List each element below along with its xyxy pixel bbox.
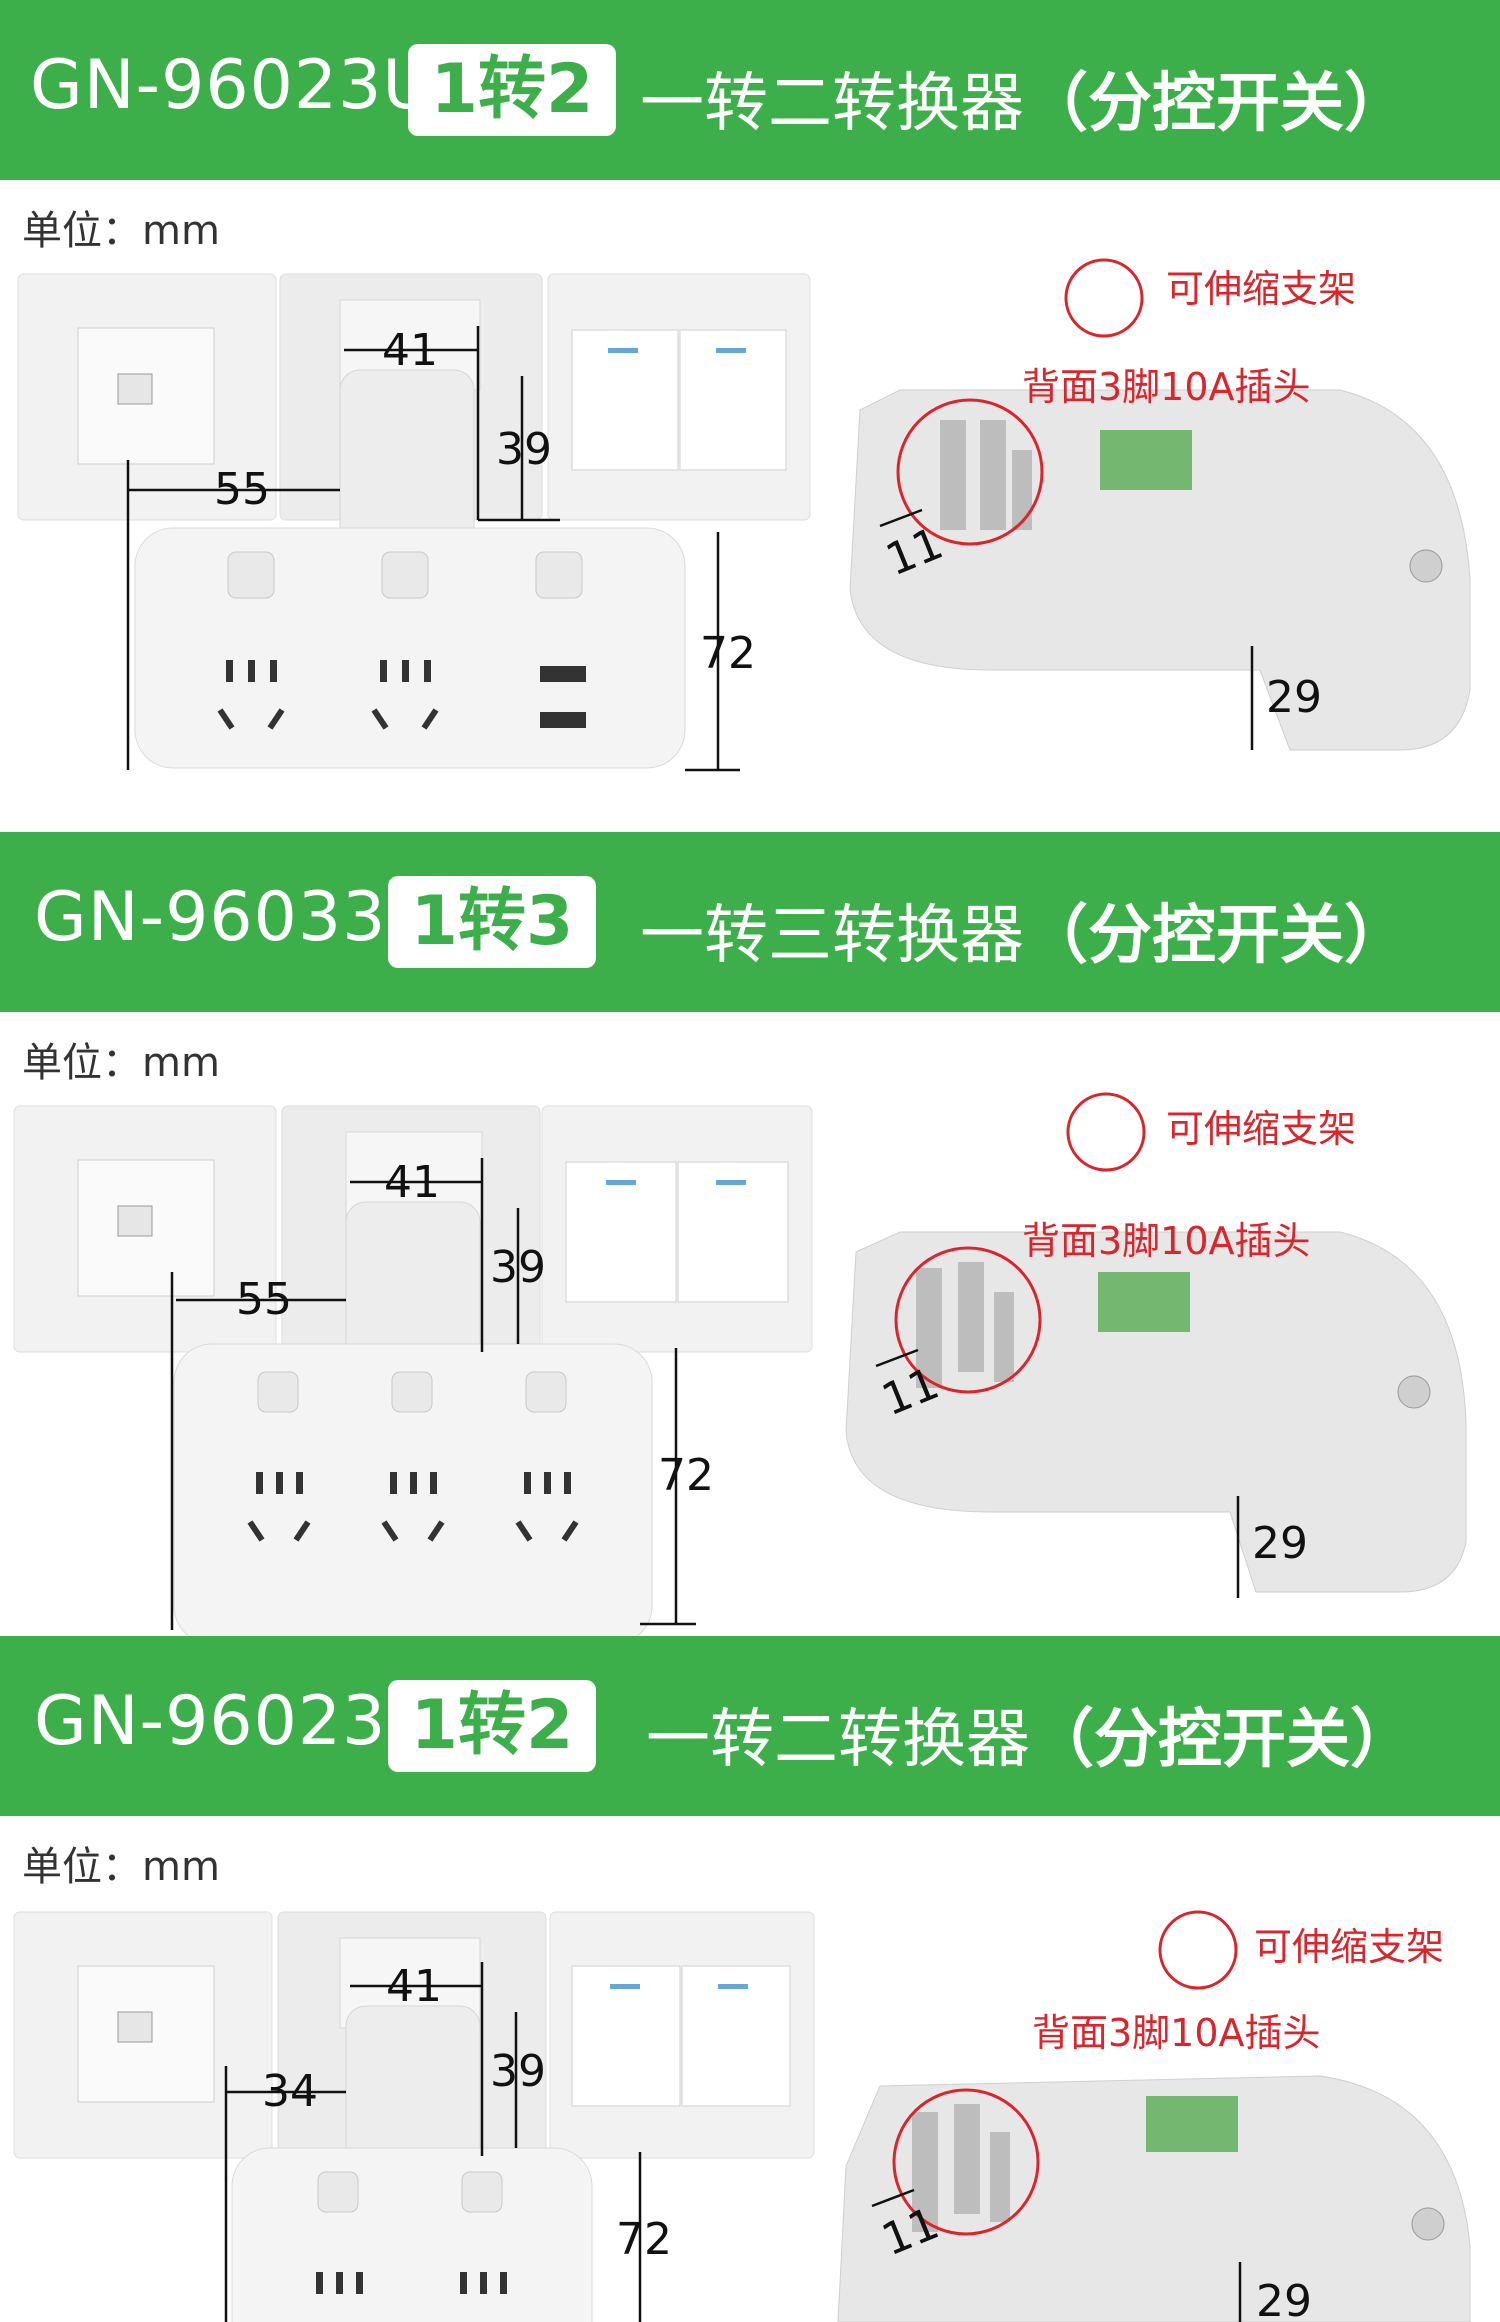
dimension-lines <box>170 1158 696 1630</box>
product-section-3: GN-96023 1转2 一转二转换器（分控开关） 单位：mm <box>0 1636 1500 2322</box>
dim-top-height: 39 <box>490 2046 546 2097</box>
model-number: GN-96023U <box>30 46 434 125</box>
dim-body-height: 72 <box>700 628 756 679</box>
wall-panel-switch <box>547 273 811 521</box>
dim-body-height: 72 <box>658 1450 714 1501</box>
dimension-lines <box>224 1962 642 2322</box>
dimension-lines <box>126 326 740 772</box>
anno-extendable-stand: 可伸缩支架 <box>1166 1107 1356 1151</box>
dim-thickness: 29 <box>1256 2276 1312 2322</box>
conversion-badge: 1转2 <box>408 44 616 136</box>
product-description: 一转二转换器（分控开关） <box>640 52 1408 144</box>
dim-top-width: 41 <box>386 1961 442 2012</box>
unit-label: 单位：mm <box>22 1844 220 1890</box>
dimension-illustration: 41 55 39 72 可伸缩支架 背面3脚10A插头 11 29 <box>13 1092 1467 1645</box>
desc-prefix: 一转二转换器 <box>640 67 1024 141</box>
wall-panel-network <box>17 273 277 521</box>
anno-rear-plug: 背面3脚10A插头 <box>1032 2011 1321 2055</box>
dim-top-width: 41 <box>384 1157 440 1208</box>
dim-top-height: 39 <box>496 424 552 475</box>
anno-rear-plug: 背面3脚10A插头 <box>1022 365 1311 409</box>
dim-top-height: 39 <box>490 1242 546 1293</box>
model-number: GN-96033 <box>34 878 387 957</box>
anno-extendable-stand: 可伸缩支架 <box>1166 267 1356 311</box>
anno-extendable-stand: 可伸缩支架 <box>1254 1925 1444 1969</box>
wall-panel-network <box>13 1105 277 1353</box>
anno-rear-plug: 背面3脚10A插头 <box>1022 1219 1311 1263</box>
section-banner: GN-96033 1转3 一转三转换器（分控开关） <box>0 832 1500 1012</box>
conversion-badge: 1转2 <box>388 1680 596 1772</box>
section-banner: GN-96023U 1转2 一转二转换器（分控开关） <box>0 0 1500 180</box>
dim-thickness: 29 <box>1252 1518 1308 1569</box>
product-description: 一转二转换器（分控开关） <box>646 1688 1414 1780</box>
unit-label: 单位：mm <box>22 208 220 254</box>
unit-label: 单位：mm <box>22 1040 220 1086</box>
desc-suffix: （分控开关） <box>1030 1703 1414 1777</box>
adapter-front <box>173 1201 653 1645</box>
adapter-side-view <box>845 1092 1467 1598</box>
adapter-side-view <box>849 258 1471 751</box>
adapter-side-view <box>837 1910 1471 2322</box>
product-section-2: GN-96033 1转3 一转三转换器（分控开关） 单位：mm <box>0 832 1500 1664</box>
desc-suffix: （分控开关） <box>1024 67 1408 141</box>
dim-body-height: 72 <box>616 2214 672 2265</box>
dimension-illustration: 41 55 39 72 可伸缩支架 背面3脚10A插头 11 29 <box>17 258 1471 772</box>
desc-prefix: 一转三转换器 <box>640 899 1024 973</box>
wall-panel-network <box>13 1911 273 2159</box>
product-section-1: GN-96023U 1转2 一转二转换器（分控开关） 单位：mm <box>0 0 1500 832</box>
adapter-front <box>231 2005 593 2322</box>
product-description: 一转三转换器（分控开关） <box>640 884 1408 976</box>
wall-panel-switch <box>549 1911 815 2159</box>
dim-thickness: 29 <box>1266 672 1322 723</box>
desc-prefix: 一转二转换器 <box>646 1703 1030 1777</box>
dim-top-width: 41 <box>382 325 438 376</box>
adapter-front <box>134 369 686 769</box>
dimension-illustration: 41 34 39 72 可伸缩支架 背面3脚10A插头 11 29 <box>13 1910 1471 2322</box>
section-banner: GN-96023 1转2 一转二转换器（分控开关） <box>0 1636 1500 1816</box>
dim-left-offset: 55 <box>214 464 270 515</box>
wall-panel-switch <box>541 1105 813 1353</box>
conversion-badge: 1转3 <box>388 876 596 968</box>
dim-left-offset: 34 <box>262 2066 318 2117</box>
model-number: GN-96023 <box>34 1682 387 1761</box>
desc-suffix: （分控开关） <box>1024 899 1408 973</box>
dim-left-offset: 55 <box>236 1274 292 1325</box>
